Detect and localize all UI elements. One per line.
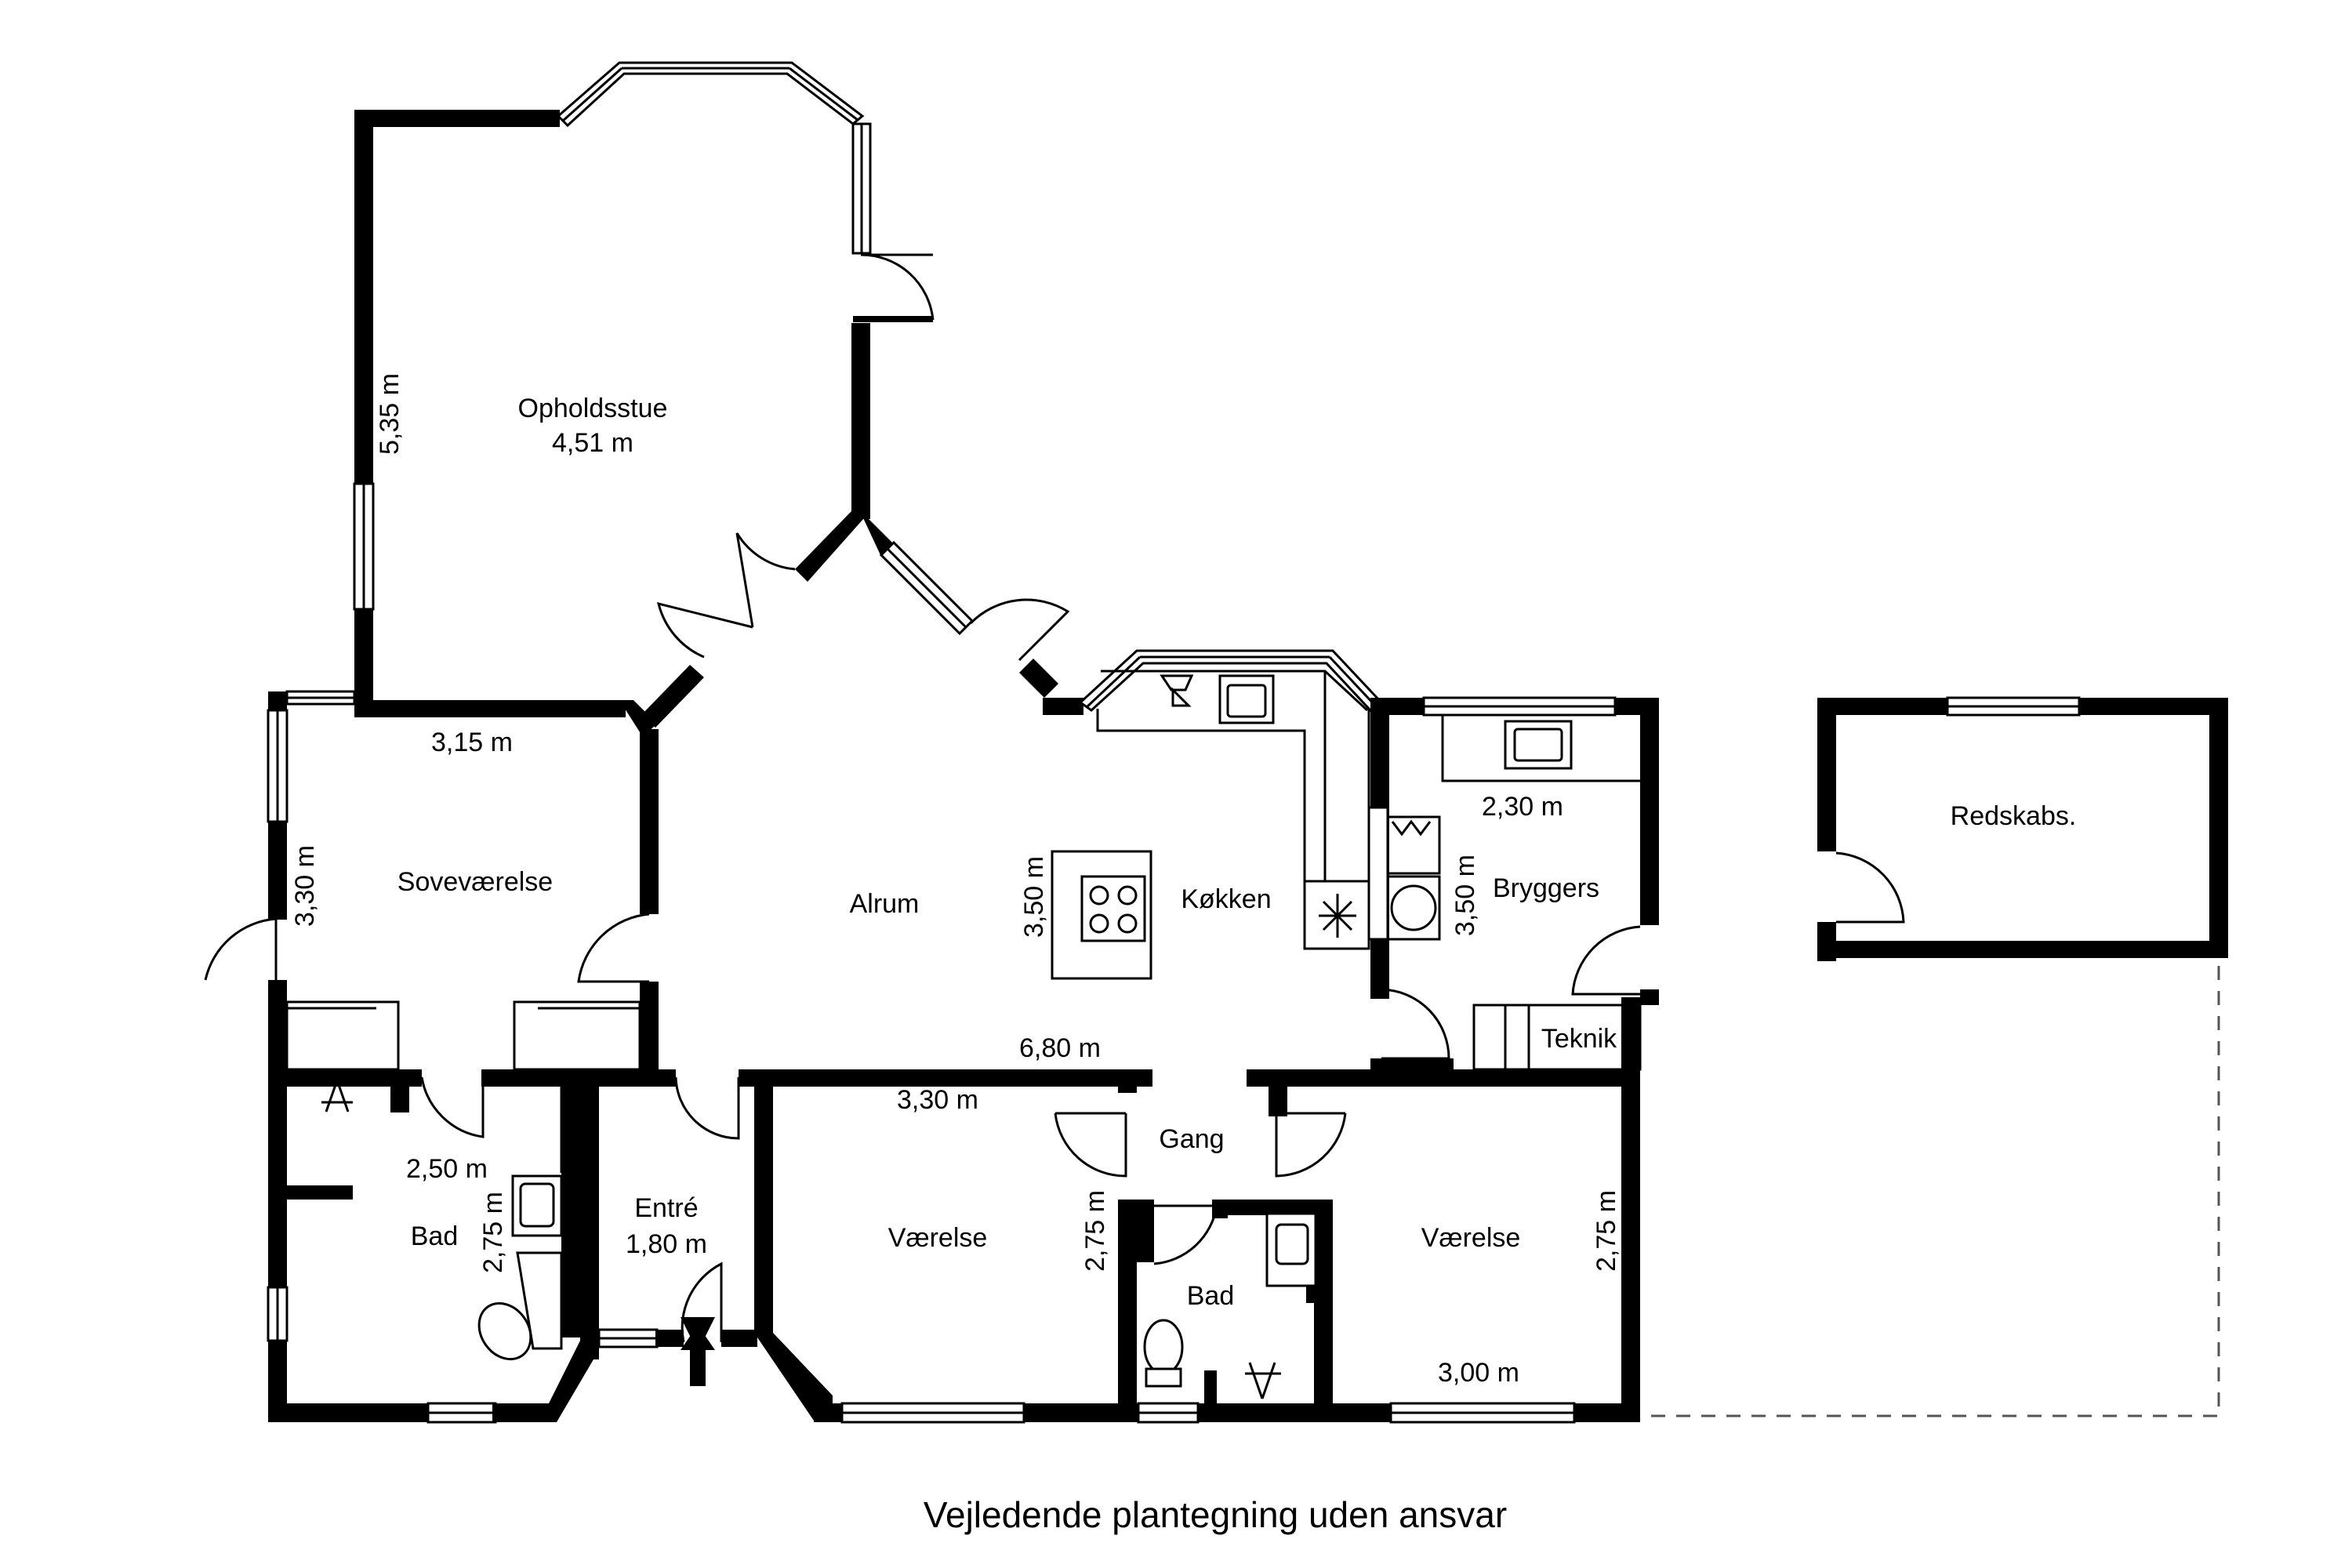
shed	[1640, 696, 2228, 1417]
bathroom-1	[268, 1069, 662, 1424]
room-1	[739, 1069, 1152, 1424]
dim-vaerelse1-side: 2,75 m	[1080, 1190, 1110, 1272]
dim-opholdsstue-side: 5,35 m	[375, 373, 405, 455]
dim-bad1-side: 2,75 m	[478, 1192, 508, 1273]
dim-sovevaerelse-top: 3,15 m	[431, 728, 513, 757]
kitchen	[1051, 649, 1450, 1060]
dim-sovevaerelse-side: 3,30 m	[290, 845, 320, 927]
label-entre: Entré	[634, 1193, 698, 1223]
dim-vaerelse1-top: 3,30 m	[897, 1085, 978, 1115]
label-bad2: Bad	[1187, 1281, 1235, 1311]
dim-vaerelse2-side: 2,75 m	[1592, 1190, 1621, 1272]
dim-bryggers-top: 2,30 m	[1482, 792, 1563, 822]
living-room-walls	[353, 61, 1083, 737]
dim-overall: 6,80 m	[1019, 1033, 1101, 1063]
dim-opholdsstue: 4,51 m	[552, 428, 633, 458]
dim-bad1-top: 2,50 m	[406, 1154, 488, 1184]
label-teknik: Teknik	[1541, 1024, 1617, 1054]
entrance	[580, 1069, 757, 1386]
label-redskabs: Redskabs.	[1951, 801, 2077, 831]
room-labels: Opholdsstue 4,51 m 5,35 m 3,15 m Sovevær…	[290, 373, 2076, 1388]
label-vaerelse2: Værelse	[1421, 1223, 1521, 1253]
utility-room	[1370, 696, 1659, 1071]
bedroom-walls	[204, 690, 659, 1415]
label-bryggers: Bryggers	[1493, 873, 1599, 903]
room-2	[1264, 997, 1640, 1424]
label-alrum: Alrum	[850, 889, 920, 919]
label-sovevaerelse: Soveværelse	[397, 867, 553, 897]
dim-vaerelse2-bottom: 3,00 m	[1438, 1358, 1519, 1388]
hallway-and-bathroom-2	[1054, 1069, 1375, 1424]
dim-entre: 1,80 m	[626, 1229, 707, 1259]
label-gang: Gang	[1159, 1124, 1224, 1154]
label-vaerelse1: Værelse	[888, 1223, 988, 1253]
dim-bryggers-side: 3,50 m	[1450, 855, 1480, 936]
plan-caption: Vejledende plantegning uden ansvar	[924, 1494, 1507, 1535]
label-koekken: Køkken	[1181, 884, 1271, 914]
label-opholdsstue: Opholdsstue	[518, 394, 668, 423]
label-bad1: Bad	[411, 1221, 459, 1251]
dim-koekken-side: 3,50 m	[1019, 856, 1049, 938]
